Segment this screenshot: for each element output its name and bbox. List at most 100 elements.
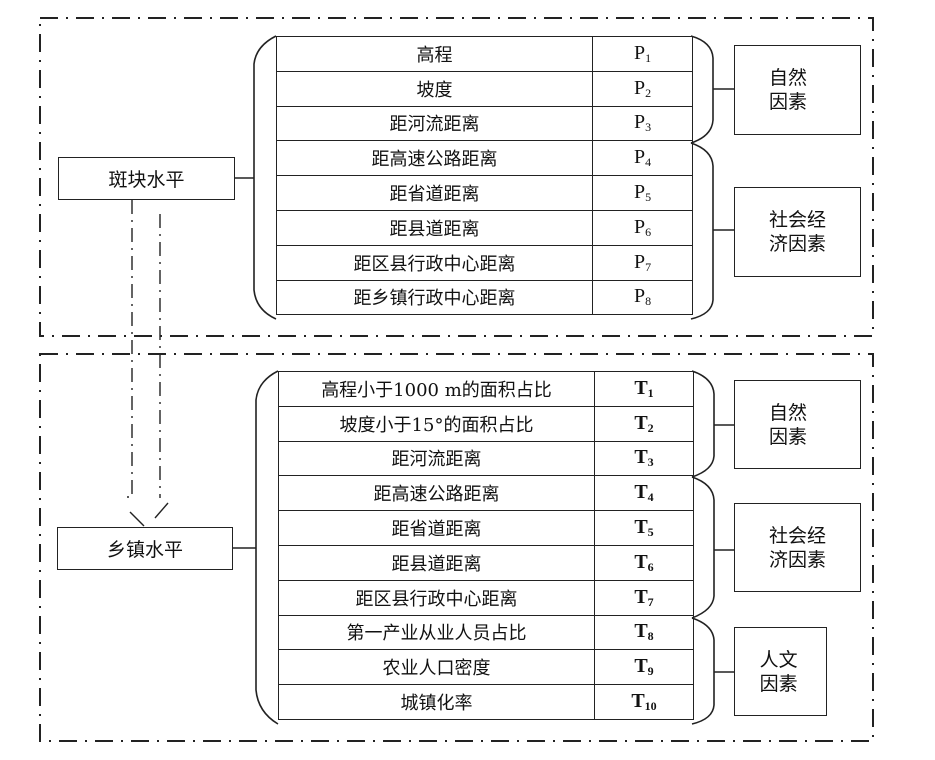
indicator-code-letter: P [633,250,646,273]
indicator-code-subscript: 3 [645,120,652,135]
indicator-name: 距高速公路距离 [278,475,595,512]
indicator-code-letter: T [634,585,648,608]
indicator-code-subscript: 5 [647,525,654,540]
factor-label-line2: 因素 [769,425,808,448]
indicator-code-letter: T [634,620,648,643]
indicator-code-subscript: 6 [645,224,652,239]
indicator-code-subscript: 7 [645,259,652,274]
indicator-code-letter: T [634,655,648,678]
indicator-code-subscript: 6 [647,559,654,574]
indicator-code: P3 [592,105,693,142]
indicator-code-letter: T [634,516,648,539]
indicator-code-subscript: 4 [647,490,654,505]
indicator-code: P8 [592,279,693,316]
indicator-code-subscript: 10 [644,699,657,714]
lower-brace-humanities [691,617,715,725]
indicator-name: 距河流距离 [278,440,595,477]
indicator-code-subscript: 3 [647,455,654,470]
indicator-code-subscript: 1 [645,50,652,65]
indicator-name: 距县道距离 [276,209,593,246]
indicator-code-letter: T [634,481,648,504]
upper-socioeconomic-factor-box: 社会经济因素 [734,187,861,277]
indicator-name: 坡度 [276,70,593,107]
indicator-name: 距乡镇行政中心距离 [276,279,593,316]
indicator-name: 距县道距离 [278,544,595,581]
indicator-code-letter: T [634,550,648,573]
lower-natural-factor-box: 自然因素 [734,380,861,469]
indicator-name: 高程小于1000 m的面积占比 [278,371,595,407]
patch-level-box: 斑块水平 [58,157,235,200]
indicator-code-subscript: 8 [647,629,654,644]
indicator-code: T6 [594,544,694,581]
lower-left-brace [255,370,279,725]
indicator-code-letter: T [634,411,648,434]
lower-frame [39,353,874,742]
indicator-code: P6 [592,209,693,246]
indicator-name: 距省道距离 [278,510,595,546]
indicator-code: T2 [594,405,694,442]
indicator-code: P1 [592,36,693,72]
indicator-name: 距区县行政中心距离 [276,244,593,281]
indicator-code-subscript: 4 [645,155,652,170]
indicator-code: T4 [594,475,694,512]
indicator-code-letter: P [633,215,646,238]
indicator-code: T3 [594,440,694,477]
indicator-code-subscript: 1 [647,385,654,400]
factor-label-line2: 济因素 [769,548,827,571]
factor-label-line1: 人文 [759,648,798,671]
indicator-code-letter: P [633,285,646,308]
indicator-name: 农业人口密度 [278,649,595,686]
indicator-code-subscript: 2 [647,420,654,435]
indicator-name: 距区县行政中心距离 [278,579,595,616]
indicator-name: 坡度小于15°的面积占比 [278,405,595,442]
lower-socioeconomic-factor-box: 社会经济因素 [734,503,861,592]
indicator-code: T10 [594,684,694,720]
indicator-name: 第一产业从业人员占比 [278,614,595,651]
indicator-code-letter: T [634,376,648,399]
indicator-code: P4 [592,140,693,177]
factor-label-line2: 济因素 [769,233,827,255]
indicator-code: P7 [592,244,693,281]
indicator-code-letter: P [633,111,646,134]
lower-brace-socio [691,476,715,619]
indicator-code: T1 [594,371,694,407]
township-level-label: 乡镇水平 [106,539,183,561]
factor-label-line2: 因素 [759,672,798,695]
indicator-name: 高程 [276,36,593,72]
upper-brace-socio [690,142,714,320]
arrowhead-right [154,502,169,519]
indicator-code-letter: P [633,76,646,99]
indicator-name: 距高速公路距离 [276,140,593,177]
factor-label-line1: 自然 [769,67,808,89]
factor-label-line1: 社会经 [769,524,827,547]
level-arrow-left [125,200,133,498]
indicator-code-subscript: 2 [645,85,652,100]
factor-label-line1: 社会经 [769,209,827,231]
township-level-box: 乡镇水平 [57,527,233,570]
indicator-code: P5 [592,175,693,211]
indicator-code-letter: P [633,146,646,169]
indicator-code-letter: P [633,181,646,204]
indicator-code: T5 [594,510,694,546]
upper-brace-natural [690,35,714,144]
lower-brace-natural [691,370,715,478]
indicator-name: 城镇化率 [278,684,595,720]
indicator-name: 距河流距离 [276,105,593,142]
indicator-code: P2 [592,70,693,107]
upper-natural-factor-box: 自然因素 [734,45,861,135]
indicator-name: 距省道距离 [276,175,593,211]
